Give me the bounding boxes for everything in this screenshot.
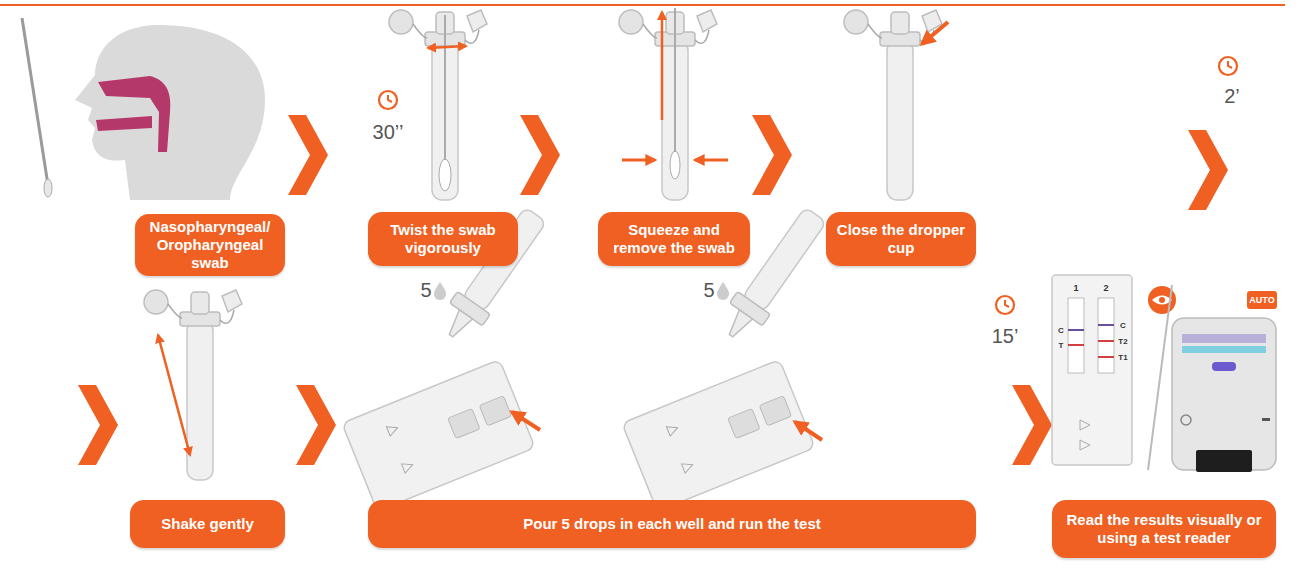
step-chevron [1188, 130, 1228, 210]
timer-icon [379, 91, 397, 109]
squeeze-arrow [695, 159, 728, 162]
step-chevron [288, 115, 328, 195]
annotation-text: 5 [703, 279, 714, 302]
strip-marking: T1 [1118, 353, 1127, 362]
step-text: Read the results visually or using a tes… [1062, 511, 1266, 547]
step-chevron [752, 115, 792, 195]
step-chevron [78, 385, 118, 465]
strip-marking: 2 [1103, 283, 1108, 293]
squeeze-arrow [622, 159, 655, 162]
timer-icon [1219, 57, 1237, 75]
step-label-box: Close the dropper cup [826, 212, 976, 266]
remove-arrow [661, 12, 664, 120]
swab-tip [670, 151, 680, 179]
top-rule [0, 4, 1285, 6]
step-label-box: Nasopharyngeal/ Oropharyngeal swab [135, 214, 285, 276]
swab-stick [444, 15, 446, 160]
well-arrow [795, 422, 822, 440]
strip-marking: C [1058, 326, 1064, 335]
test-cassette [622, 360, 815, 512]
badge-text: AUTO [1249, 295, 1274, 305]
extraction-tube [144, 290, 242, 480]
step-chevron [1012, 385, 1052, 465]
shake-arrow [158, 335, 190, 455]
step-text: Close the dropper cup [836, 221, 966, 257]
strip-marking: C [1120, 321, 1126, 330]
extraction-tube [619, 10, 717, 200]
step-label-box: Shake gently [130, 500, 285, 548]
drop-icon [717, 282, 729, 300]
step-text: Squeeze and remove the swab [608, 221, 740, 257]
annotation-text: 5 [420, 279, 431, 302]
step-text: Shake gently [161, 515, 254, 533]
swab-stick [674, 8, 676, 152]
timer-icon [996, 296, 1014, 314]
annotation-text: 30’’ [373, 121, 404, 144]
test-cassette [342, 360, 535, 512]
strip-marking: T [1059, 341, 1064, 350]
step-chevron [520, 115, 560, 195]
extraction-tube [389, 10, 487, 200]
step-label-box: Read the results visually or using a tes… [1052, 500, 1276, 558]
twist-arrow [428, 46, 466, 48]
swab-stick [22, 18, 52, 197]
step-text: Pour 5 drops in each well and run the te… [523, 515, 821, 533]
separator-slash [1148, 285, 1172, 470]
head-illustration [75, 25, 265, 200]
swab-tip [439, 159, 451, 191]
well-arrow [512, 412, 540, 430]
strip-marking: 1 [1073, 283, 1078, 293]
step-text: Nasopharyngeal/ Oropharyngeal swab [145, 218, 275, 272]
step-text: Twist the swab vigorously [378, 221, 508, 257]
press-arrow [922, 22, 948, 44]
test-reader [1172, 318, 1276, 472]
drop-icon [434, 282, 446, 300]
step-label-box: Twist the swab vigorously [368, 212, 518, 266]
step-chevron [296, 385, 336, 465]
annotation-text: 15’ [992, 325, 1019, 348]
strip-marking: T2 [1118, 337, 1127, 346]
annotation-text: 2’ [1224, 85, 1240, 108]
auto-badge [1247, 291, 1277, 309]
step-label-box: Pour 5 drops in each well and run the te… [368, 500, 976, 548]
step-label-box: Squeeze and remove the swab [598, 212, 750, 266]
test-strip [1052, 275, 1132, 465]
